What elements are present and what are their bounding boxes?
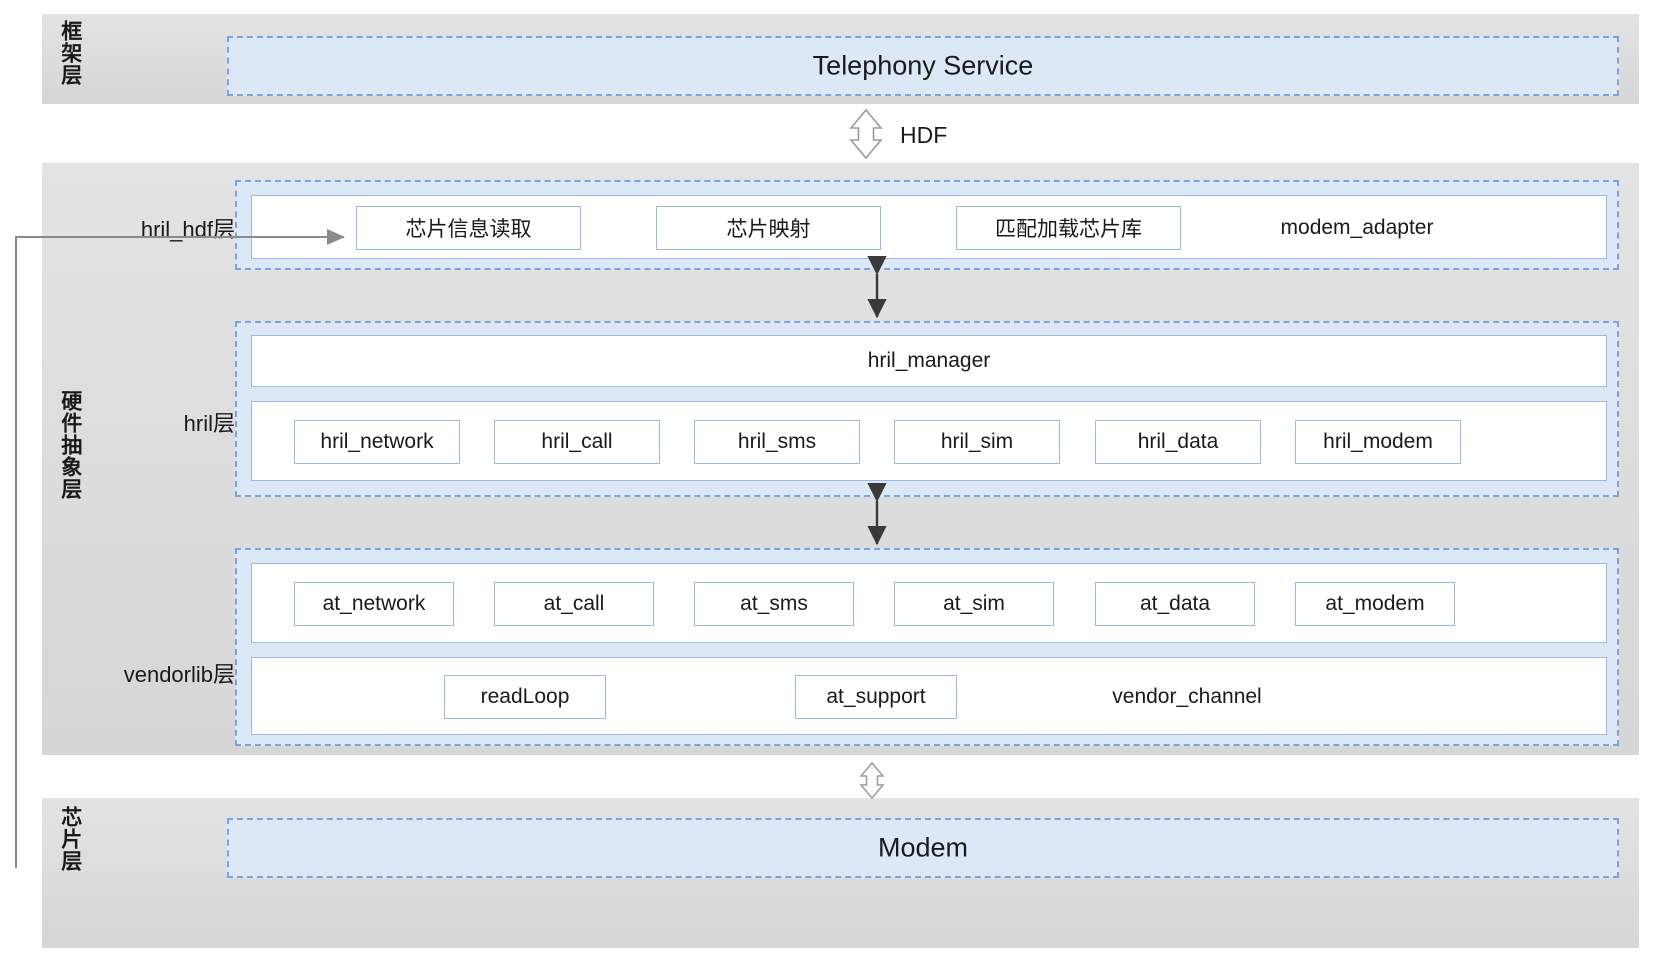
vendorlib-container: at_network at_call at_sms at_sim at_data… (235, 548, 1619, 746)
modem-label: Modem (877, 832, 969, 863)
module-at-network[interactable]: at_network (294, 582, 454, 626)
module-hril-network[interactable]: hril_network (294, 420, 460, 464)
hdf-double-arrow-icon (849, 108, 883, 160)
module-at-sim[interactable]: at_sim (894, 582, 1054, 626)
vendorlib-modem-double-arrow-icon (859, 761, 885, 800)
vendor-channel-label: vendor_channel (1112, 685, 1262, 708)
module-hril-sim[interactable]: hril_sim (894, 420, 1060, 464)
module-at-modem[interactable]: at_modem (1295, 582, 1455, 626)
module-chip-lib-load[interactable]: 匹配加载芯片库 (956, 206, 1181, 250)
telephony-service-box[interactable]: Telephony Service (227, 36, 1619, 96)
module-chip-mapping[interactable]: 芯片映射 (656, 206, 881, 250)
hdf-connector-label: HDF (900, 122, 948, 148)
hril-modules-panel: hril_network hril_call hril_sms hril_sim… (251, 401, 1607, 481)
module-at-support[interactable]: at_support (795, 675, 957, 719)
hril-hdf-container: 芯片信息读取 芯片映射 匹配加载芯片库 modem_adapter (235, 180, 1619, 270)
at-modules-panel: at_network at_call at_sms at_sim at_data… (251, 563, 1607, 643)
framework-layer-label: 框架层 (58, 20, 82, 86)
module-hril-modem[interactable]: hril_modem (1295, 420, 1461, 464)
module-at-sms[interactable]: at_sms (694, 582, 854, 626)
sublayer-label-hril: hril层 (183, 411, 235, 436)
hril-hdf-panel: 芯片信息读取 芯片映射 匹配加载芯片库 modem_adapter (251, 195, 1607, 259)
chip-layer-label: 芯片层 (58, 806, 82, 872)
module-hril-data[interactable]: hril_data (1095, 420, 1261, 464)
hril-manager-label: hril_manager (867, 349, 991, 372)
module-at-data[interactable]: at_data (1095, 582, 1255, 626)
modem-adapter-label: modem_adapter (1280, 216, 1434, 239)
module-at-call[interactable]: at_call (494, 582, 654, 626)
hril-manager-panel[interactable]: hril_manager (251, 335, 1607, 387)
module-read-loop[interactable]: readLoop (444, 675, 606, 719)
modem-box[interactable]: Modem (227, 818, 1619, 878)
sublayer-label-hril-hdf: hril_hdf层 (140, 217, 235, 242)
hril-container: hril_manager hril_network hril_call hril… (235, 321, 1619, 497)
module-chip-info-read[interactable]: 芯片信息读取 (356, 206, 581, 250)
telephony-service-label: Telephony Service (812, 50, 1034, 81)
vendor-channel-panel: readLoop at_support vendor_channel (251, 657, 1607, 735)
module-hril-call[interactable]: hril_call (494, 420, 660, 464)
module-hril-sms[interactable]: hril_sms (694, 420, 860, 464)
sublayer-label-vendorlib: vendorlib层 (123, 662, 235, 687)
